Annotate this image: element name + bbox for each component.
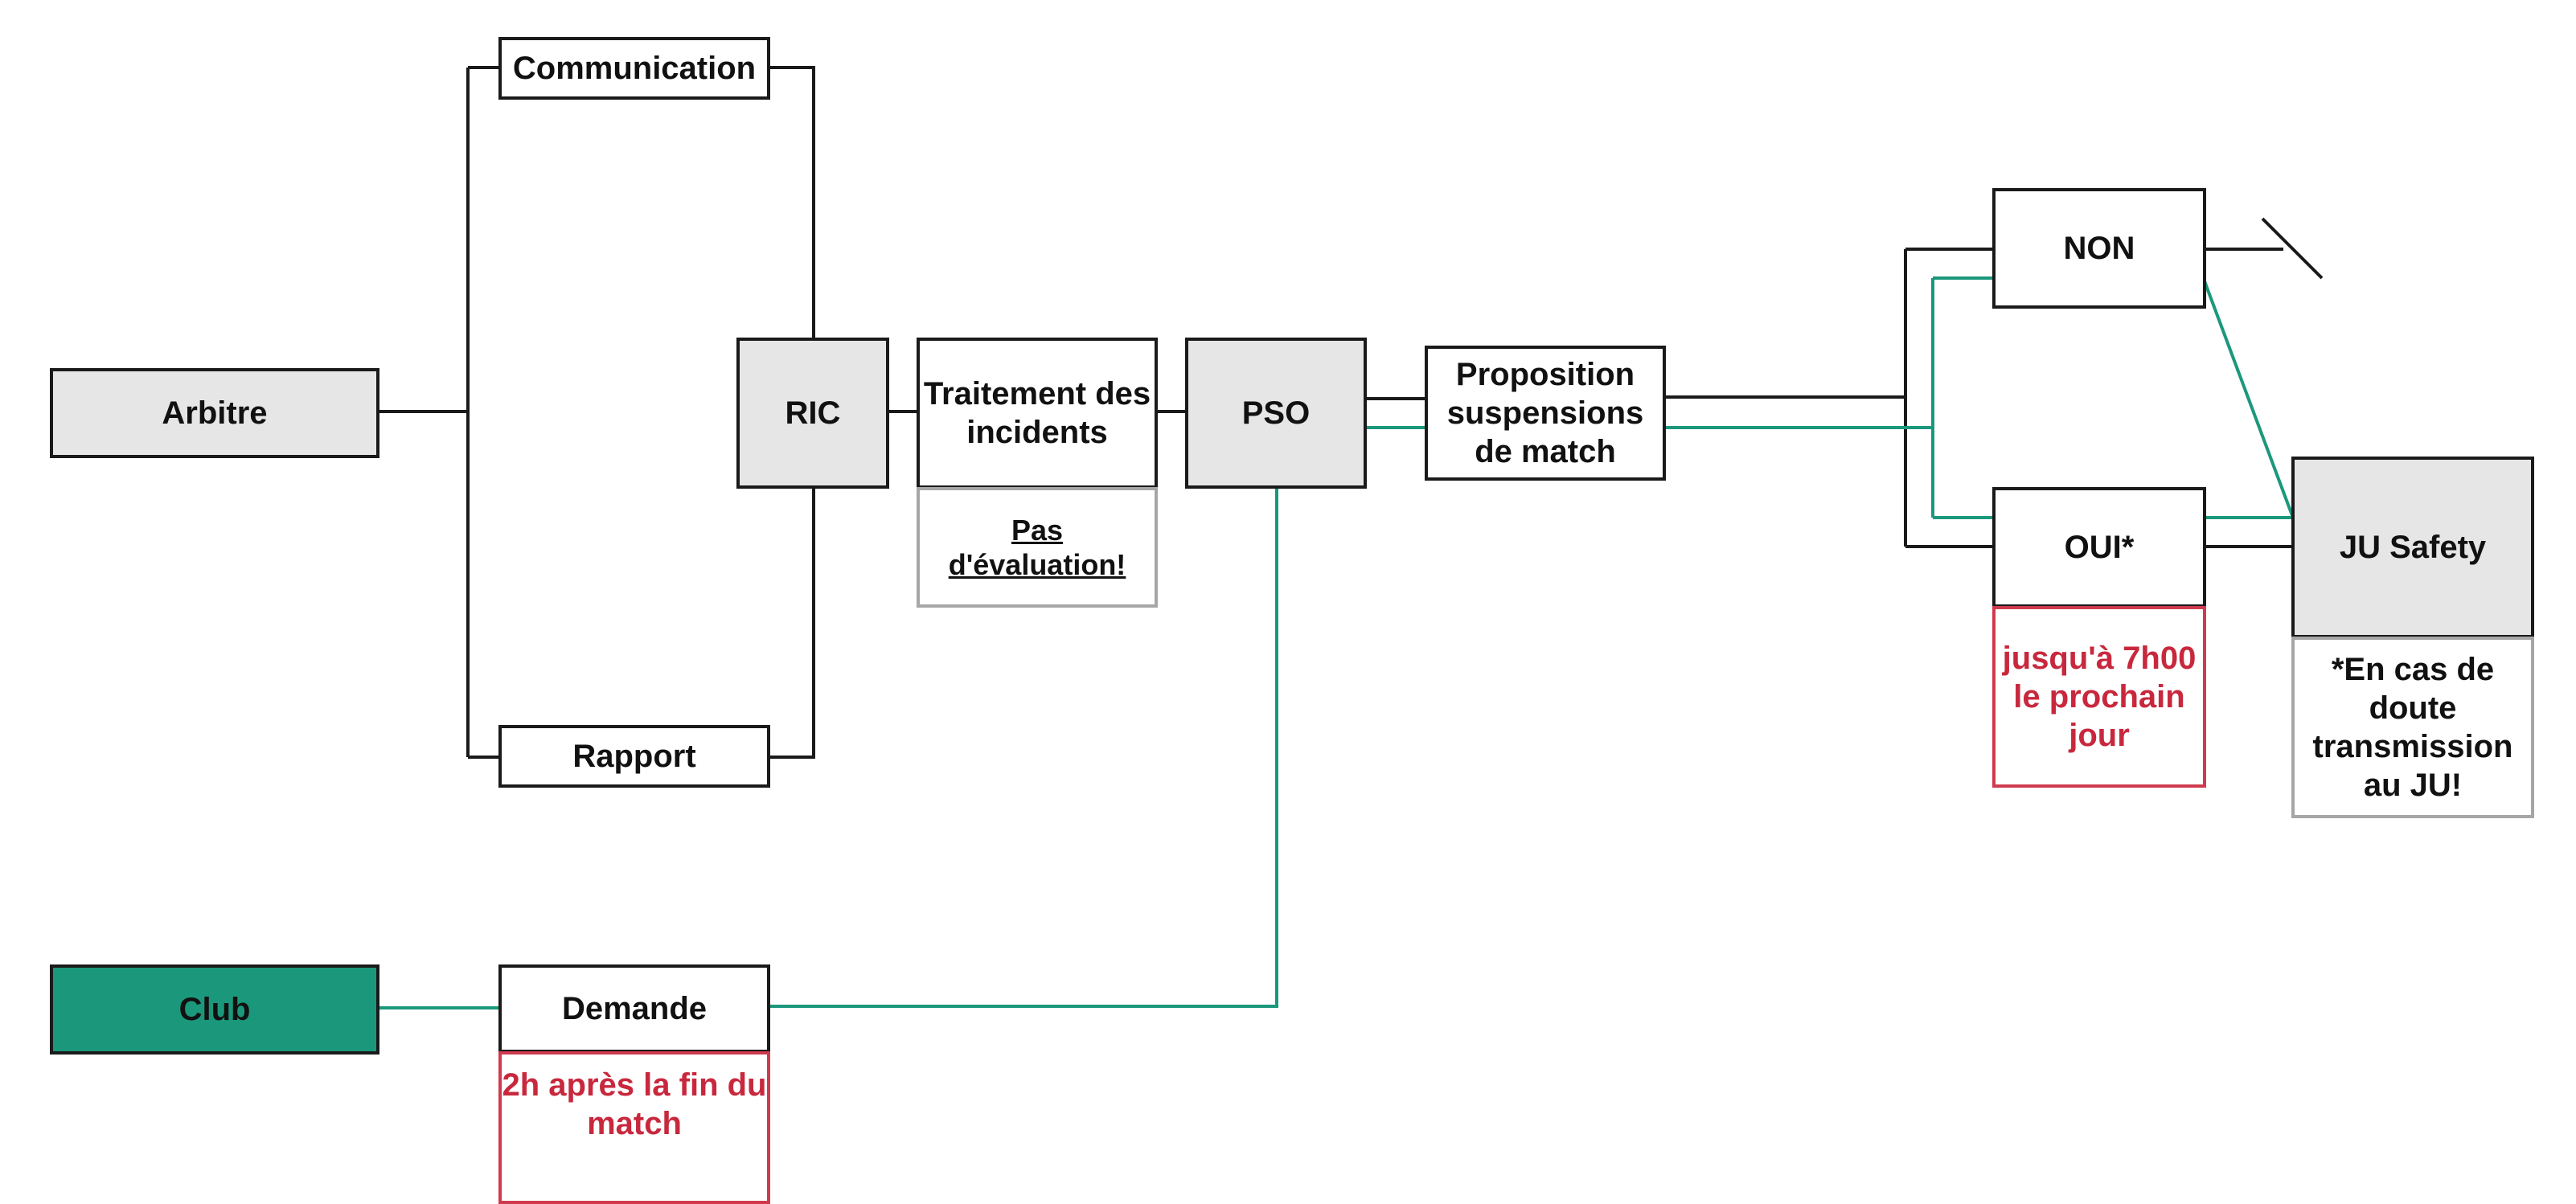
node-arbitre: Arbitre bbox=[50, 368, 379, 458]
node-ric: RIC bbox=[736, 338, 889, 489]
node-arbitre-label: Arbitre bbox=[162, 395, 268, 431]
node-demande: Demande bbox=[498, 964, 770, 1053]
node-ju-safety-label: JU Safety bbox=[2339, 530, 2487, 565]
note-ju-doute: *En cas de doute transmission au JU! bbox=[2291, 637, 2534, 818]
note-pas-evaluation: Pas d'évaluation! bbox=[917, 487, 1158, 608]
node-pso-label: PSO bbox=[1241, 395, 1311, 431]
connector-communication-to-ric bbox=[769, 66, 815, 338]
node-ric-label: RIC bbox=[785, 395, 841, 431]
node-club: Club bbox=[50, 964, 379, 1055]
node-demande-label: Demande bbox=[561, 991, 708, 1026]
note-oui-deadline: jusqu'à 7h00 le prochain jour bbox=[1992, 606, 2206, 788]
node-traitement: Traitement des incidents bbox=[917, 338, 1158, 489]
node-oui: OUI* bbox=[1992, 487, 2206, 608]
node-rapport-label: Rapport bbox=[572, 739, 696, 774]
node-communication: Communication bbox=[498, 37, 770, 100]
node-non-label: NON bbox=[2063, 231, 2135, 266]
node-pso: PSO bbox=[1185, 338, 1367, 489]
terminator-slash bbox=[2261, 217, 2324, 280]
node-non: NON bbox=[1992, 188, 2206, 309]
connector-rapport-to-ric bbox=[769, 487, 815, 759]
note-demande-deadline: 2h après la fin du match bbox=[498, 1051, 770, 1204]
node-club-label: Club bbox=[178, 992, 251, 1027]
node-ju-safety: JU Safety bbox=[2291, 457, 2534, 638]
node-proposition-label: Proposition suspensions de match bbox=[1446, 357, 1644, 469]
note-pas-evaluation-label: Pas d'évaluation! bbox=[948, 513, 1126, 581]
green-non-ju bbox=[2203, 281, 2295, 518]
green-demande-pso bbox=[769, 487, 1278, 1008]
note-oui-deadline-label: jusqu'à 7h00 le prochain jour bbox=[2002, 641, 2197, 753]
node-traitement-label: Traitement des incidents bbox=[923, 376, 1151, 450]
node-communication-label: Communication bbox=[512, 51, 757, 86]
note-ju-doute-label: *En cas de doute transmission au JU! bbox=[2312, 652, 2513, 803]
node-oui-label: OUI* bbox=[2064, 530, 2135, 565]
note-demande-deadline-label: 2h après la fin du match bbox=[502, 1067, 767, 1141]
node-rapport: Rapport bbox=[498, 725, 770, 788]
node-proposition: Proposition suspensions de match bbox=[1425, 346, 1666, 481]
